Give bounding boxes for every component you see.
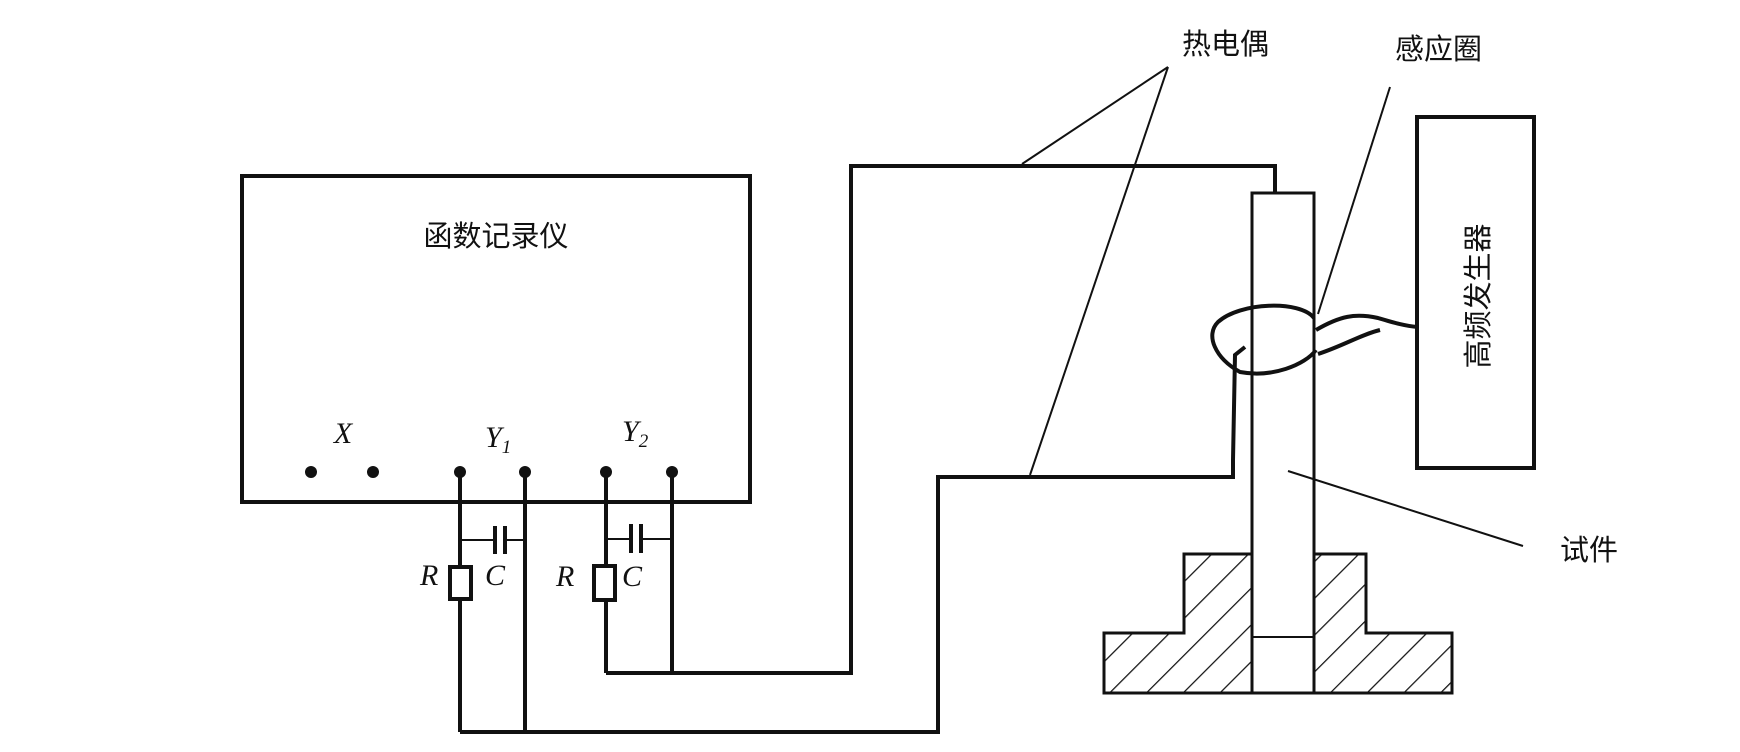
resistor-r1 xyxy=(448,565,473,601)
terminal-x-label: X xyxy=(333,417,354,450)
y1-rc-network: R C xyxy=(419,472,527,732)
function-recorder: 函数记录仪 X Y1 Y2 xyxy=(240,174,752,504)
thermocouple-lead-lower xyxy=(460,345,1247,734)
resistor-r2-label: R xyxy=(555,560,574,593)
hf-generator-label: 高频发生器 xyxy=(1461,223,1495,368)
capacitor-c2-label: C xyxy=(622,560,643,593)
induction-coil-label: 感应圈 xyxy=(1395,32,1482,66)
hf-generator: 高频发生器 xyxy=(1415,115,1536,470)
capacitor-c1-label: C xyxy=(485,559,506,592)
induction-coil xyxy=(1210,303,1419,376)
thermocouple-leader-lower xyxy=(1029,66,1169,476)
thermocouple-label: 热电偶 xyxy=(1182,27,1269,61)
induction-coil-leader xyxy=(1317,86,1391,315)
resistor-r1-label: R xyxy=(419,559,438,592)
recorder-label: 函数记录仪 xyxy=(423,219,568,253)
resistor-r2 xyxy=(592,564,617,602)
specimen xyxy=(1250,191,1316,695)
terminal-y1-label: Y1 xyxy=(485,421,511,458)
thermocouple-leader-upper xyxy=(1021,66,1169,165)
leader-lines xyxy=(1021,66,1524,547)
terminal-y2-label: Y2 xyxy=(622,415,649,452)
y2-rc-network: R C xyxy=(555,472,674,673)
terminal-x-dot-1 xyxy=(305,466,317,478)
specimen-label: 试件 xyxy=(1560,533,1618,567)
terminal-x-dot-2 xyxy=(367,466,379,478)
thermocouple-lead-upper xyxy=(606,164,1277,675)
specimen-leader xyxy=(1287,470,1524,547)
